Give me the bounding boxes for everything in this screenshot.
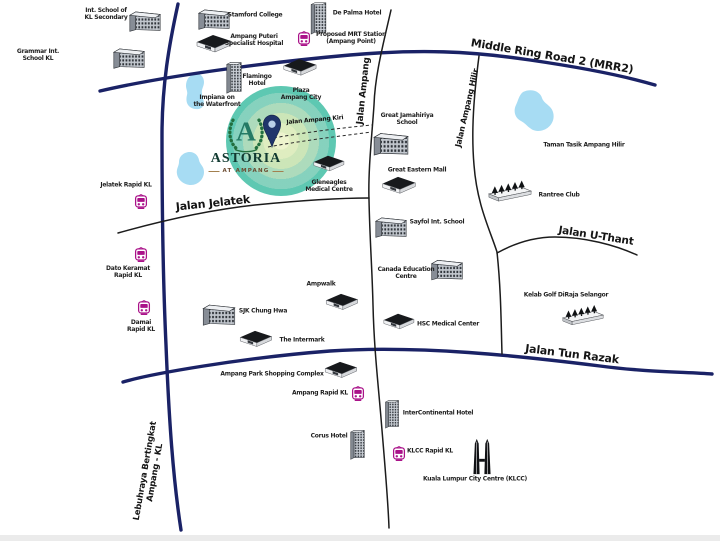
- label-ampwalk: Ampwalk: [306, 280, 336, 288]
- label-int-school-kl-secondary: Int. School of KL Secondary: [84, 6, 128, 21]
- label-proposed-mrt-station-ampang-point: Proposed MRT Station (Ampang Point): [316, 30, 386, 45]
- label-klcc-rapid-kl: KLCC Rapid KL: [407, 447, 453, 455]
- school-icon-sjk-chung-hwa: [201, 299, 237, 327]
- label-the-intermark: The Intermark: [279, 336, 325, 344]
- train-icon-dato-keramat-rapid-kl: [134, 247, 148, 263]
- tower-icon-flamingo-hotel: [225, 59, 243, 95]
- astoria-logo-title: ASTORIA: [210, 151, 282, 166]
- road-jalan-ampang-kiri: [267, 124, 373, 140]
- twin-icon-kuala-lumpur-city-centre-klcc: [466, 436, 498, 476]
- label-dato-keramat-rapid-kl: Dato Keramat Rapid KL: [106, 264, 150, 279]
- school-icon-canada-education-centre: [430, 253, 464, 283]
- road-jalan-ampang: [368, 9, 392, 529]
- label-sayfol-int-school: Sayfol Int. School: [409, 218, 465, 226]
- school-icon-great-jamahiriya-school: [372, 127, 410, 157]
- road-jalan-tun-razak: [121, 347, 714, 384]
- roads-layer: [98, 2, 714, 532]
- label-taman-tasik-ampang-hilir: Taman Tasik Ampang Hilir: [543, 141, 625, 149]
- train-icon-proposed-mrt-station-ampang-point: [297, 31, 311, 47]
- mall-icon-plaza-ampang-city: [280, 57, 318, 82]
- label-great-eastern-mall: Great Eastern Mall: [387, 166, 447, 174]
- label-gleneagles-medical-centre: Gleneagles Medical Centre: [305, 178, 353, 193]
- train-icon-ampang-rapid-kl: [351, 386, 365, 402]
- label-kelab-golf-diraja-selangor: Kelab Golf DiRaja Selangor: [523, 291, 609, 299]
- mall-icon-ampang-park-shopping-complex: [321, 360, 359, 384]
- club-icon-rantree-club: [487, 176, 533, 208]
- school-icon-int-school-kl-secondary: [128, 6, 162, 33]
- school-icon-stamford-college: [197, 4, 231, 31]
- label-canada-education-centre: Canada Education Centre: [377, 265, 435, 280]
- road-lebuhraya-bertingkat-ampang-kl: [160, 2, 183, 532]
- train-icon-damai-rapid-kl: [137, 300, 151, 316]
- train-icon-klcc-rapid-kl: [392, 446, 406, 462]
- school-icon-sayfol-int-school: [373, 212, 409, 239]
- label-ampang-rapid-kl: Ampang Rapid KL: [291, 389, 349, 397]
- label-de-palma-hotel: De Palma Hotel: [332, 9, 382, 17]
- location-pin-icon: [262, 114, 282, 149]
- label-plaza-ampang-city: Plaza Ampang City: [280, 86, 322, 101]
- label-jelatek-rapid-kl: Jelatek Rapid KL: [100, 181, 152, 189]
- label-intercontinental-hotel: InterContinental Hotel: [402, 409, 474, 417]
- subtitle-rule-right: [272, 170, 284, 172]
- club-icon-kelab-golf-diraja-selangor: [561, 301, 605, 331]
- road-jalan-jelatek: [117, 197, 370, 234]
- bottom-edge-strip: [0, 535, 720, 541]
- train-icon-jelatek-rapid-kl: [134, 194, 148, 210]
- label-corus-hotel: Corus Hotel: [310, 432, 348, 440]
- astoria-monogram-wreath-icon: A: [228, 115, 264, 153]
- astoria-logo-subtitle: AT AMPANG: [208, 168, 284, 174]
- label-kuala-lumpur-city-centre-klcc: Kuala Lumpur City Centre (KLCC): [422, 475, 528, 483]
- road-jalan-u-thant: [496, 236, 638, 256]
- lakes-layer: [176, 73, 554, 185]
- tower-icon-intercontinental-hotel: [383, 398, 401, 429]
- label-hsc-medical-center: HSC Medical Center: [416, 320, 480, 328]
- label-damai-rapid-kl: Damai Rapid KL: [127, 318, 155, 333]
- tower-icon-corus-hotel: [349, 425, 366, 463]
- mall-icon-great-eastern-mall: [378, 175, 418, 200]
- road-jalan-ampang-kiri: [267, 131, 373, 148]
- site-highlight-circle: [226, 86, 336, 196]
- label-ampang-park-shopping-complex: Ampang Park Shopping Complex: [220, 370, 324, 378]
- lake-impiana-lake: [186, 73, 204, 110]
- mall-icon-gleneagles-medical-centre: [310, 154, 346, 177]
- subtitle-rule-left: [208, 170, 220, 172]
- label-impiana-on-the-waterfront: Impiana on the Waterfront: [193, 93, 241, 108]
- label-grammar-int-school-kl: Grammar Int. School KL: [16, 47, 60, 62]
- lake-taman-tasik-lake: [514, 90, 554, 131]
- label-rantree-club: Rantree Club: [538, 191, 580, 199]
- label-flamingo-hotel: Flamingo Hotel: [242, 72, 272, 87]
- school-icon-grammar-int-school-kl: [112, 43, 146, 70]
- label-great-jamahiriya-school: Great Jamahiriya School: [380, 111, 434, 126]
- road-jalan-ampang-hilir: [472, 55, 503, 355]
- label-stamford-college: Stamford College: [227, 11, 283, 19]
- label-sjk-chung-hwa: SJK Chung Hwa: [238, 307, 288, 315]
- mall-icon-ampwalk: [322, 292, 360, 316]
- mall-icon-the-intermark: [236, 329, 274, 353]
- road-middle-ring-road-2: [98, 49, 657, 93]
- astoria-logo-subtitle-text: AT AMPANG: [222, 168, 270, 174]
- label-ampang-puteri-specialist-hospital: Ampang Puteri Specialist Hospital: [224, 32, 284, 47]
- mall-icon-hsc-medical-center: [380, 312, 416, 335]
- tower-icon-de-palma-hotel: [309, 0, 328, 35]
- lake-waterfront-lake: [176, 151, 204, 185]
- astoria-monogram: A: [236, 116, 256, 147]
